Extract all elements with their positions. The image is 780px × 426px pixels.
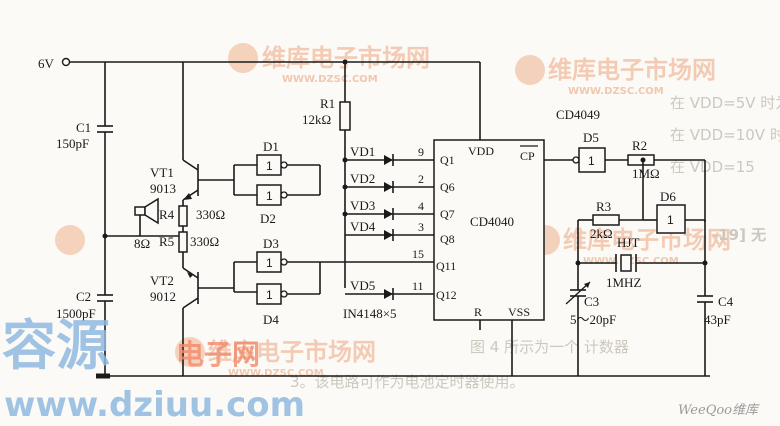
c2-name: C2 xyxy=(76,289,91,304)
watermark-corner-brand: WeeQoo维库 xyxy=(678,403,760,418)
r1-name: R1 xyxy=(320,96,335,111)
c4-value: 43pF xyxy=(704,312,731,327)
watermark-layer: 维库电子市场网 WWW.DZSC.COM 维库电子市场网 WWW.DZSC.CO… xyxy=(55,43,780,391)
c3-value: 5～20pF xyxy=(570,312,616,327)
d4-symbol: 1 xyxy=(266,288,273,302)
pin-q7: Q7 xyxy=(440,207,455,221)
pin-num-11: 11 xyxy=(412,279,424,293)
vt1-value: 9013 xyxy=(150,181,176,196)
r3-name: R3 xyxy=(596,199,611,214)
d1-name: D1 xyxy=(263,139,279,154)
d3-symbol: 1 xyxy=(266,256,273,270)
d6-name: D6 xyxy=(660,189,676,204)
pin-num-3: 3 xyxy=(418,220,424,234)
pin-num-9: 9 xyxy=(418,145,424,159)
d2-name: D2 xyxy=(260,211,276,226)
vdd-label: VDD xyxy=(468,144,494,158)
cd4040-chip xyxy=(433,139,545,321)
c1-value: 150pF xyxy=(56,136,89,151)
r5-value: 330Ω xyxy=(190,234,219,249)
watermark-brand-bottom: 维库电子市场网 xyxy=(208,338,376,366)
bg-line-1: 在 VDD=5V 时为 1.5 xyxy=(670,94,780,112)
pin-q6: Q6 xyxy=(440,180,455,194)
watermark-url-top: WWW.DZSC.COM xyxy=(282,74,378,85)
c1-name: C1 xyxy=(76,120,91,135)
cd4040-label: CD4040 xyxy=(470,214,514,229)
vd5-label: VD5 xyxy=(350,278,375,293)
d2-symbol: 1 xyxy=(266,189,273,203)
pin-num-4: 4 xyxy=(418,199,424,213)
watermark-url-bottom: WWW.DZSC.COM xyxy=(228,368,324,379)
r1-value: 12kΩ xyxy=(302,112,331,127)
r2-name: R2 xyxy=(632,138,647,153)
vt2-value: 9012 xyxy=(150,289,176,304)
vt2-name: VT2 xyxy=(150,273,174,288)
r2-value: 1MΩ xyxy=(632,166,660,181)
crystal-name: HJT xyxy=(617,235,639,250)
r-pin-label: R xyxy=(474,305,482,319)
background-text: 在 VDD=5V 时为 1.5 在 VDD=10V 时为 4 在 VDD=15 … xyxy=(290,94,780,391)
vd3-label: VD3 xyxy=(350,198,375,213)
watermark-url-right: WWW.DZSC.COM xyxy=(568,86,664,97)
pin-num-2: 2 xyxy=(418,172,424,186)
bg-line-3: 在 VDD=15 xyxy=(670,158,755,176)
supply-terminal xyxy=(61,57,71,67)
watermark-brand-mid: 维库电子市场网 xyxy=(563,226,731,254)
vt1-name: VT1 xyxy=(150,165,174,180)
d5-symbol: 1 xyxy=(588,154,595,168)
pin-q8: Q8 xyxy=(440,232,455,246)
bg-line-2: 在 VDD=10V 时为 4 xyxy=(670,126,780,144)
d1-symbol: 1 xyxy=(266,159,273,173)
pin-q11: Q11 xyxy=(436,259,456,273)
d6-symbol: 1 xyxy=(667,213,674,227)
r4-name: R4 xyxy=(159,207,175,222)
d5-name: D5 xyxy=(583,130,599,145)
watermark-big-brand-sub: 电子网 xyxy=(176,338,260,371)
watermark-big-brand: 容源 xyxy=(2,314,110,377)
d3-name: D3 xyxy=(263,236,279,251)
r3-value: 2kΩ xyxy=(590,226,613,241)
r5-name: R5 xyxy=(159,234,174,249)
wiring xyxy=(61,57,713,379)
watermark-brand-top: 维库电子市场网 xyxy=(262,44,430,72)
pin-q12: Q12 xyxy=(436,288,457,302)
watermark-logo-bottom: 维库电子市场网 WWW.DZSC.COM xyxy=(175,337,376,379)
vd2-label: VD2 xyxy=(350,171,375,186)
cp-label: CP xyxy=(520,149,535,163)
watermark-brand-right: 维库电子市场网 xyxy=(548,56,716,84)
bg-line-4: -19] 无 xyxy=(712,226,766,244)
r4-value: 330Ω xyxy=(196,207,225,222)
watermark-site-url: www.dziuu.com xyxy=(4,385,305,425)
diode-type-label: IN4148×5 xyxy=(343,306,397,321)
pin-q1: Q1 xyxy=(440,153,455,167)
speaker-value: 8Ω xyxy=(134,236,150,251)
c2-value: 1500pF xyxy=(56,306,96,321)
supply-label: 6V xyxy=(38,56,55,71)
diode-symbols xyxy=(384,154,394,300)
vd4-label: VD4 xyxy=(350,219,376,234)
bg-line-6: 3。该电路可作为电池定时器使用。 xyxy=(290,373,525,391)
pin-num-15: 15 xyxy=(412,247,424,261)
crystal-value: 1MHZ xyxy=(606,275,641,290)
vss-label: VSS xyxy=(508,305,530,319)
vd1-label: VD1 xyxy=(350,144,375,159)
c3-name: C3 xyxy=(584,294,599,309)
watermark-foreground: 容源 电子网 www.dziuu.com WeeQoo维库 xyxy=(2,314,760,425)
bg-line-5: 图 4 所示为一个 计数器 xyxy=(470,338,629,356)
labels: 6V C1 150pF C2 1500pF VT1 9013 VT2 9012 … xyxy=(38,56,734,327)
cd4049-label: CD4049 xyxy=(556,107,600,122)
watermark-logo-right: 维库电子市场网 WWW.DZSC.COM xyxy=(515,55,716,97)
c4-name: C4 xyxy=(718,294,734,309)
d4-name: D4 xyxy=(263,312,279,327)
watermark-logo-top: 维库电子市场网 WWW.DZSC.COM xyxy=(228,43,430,85)
